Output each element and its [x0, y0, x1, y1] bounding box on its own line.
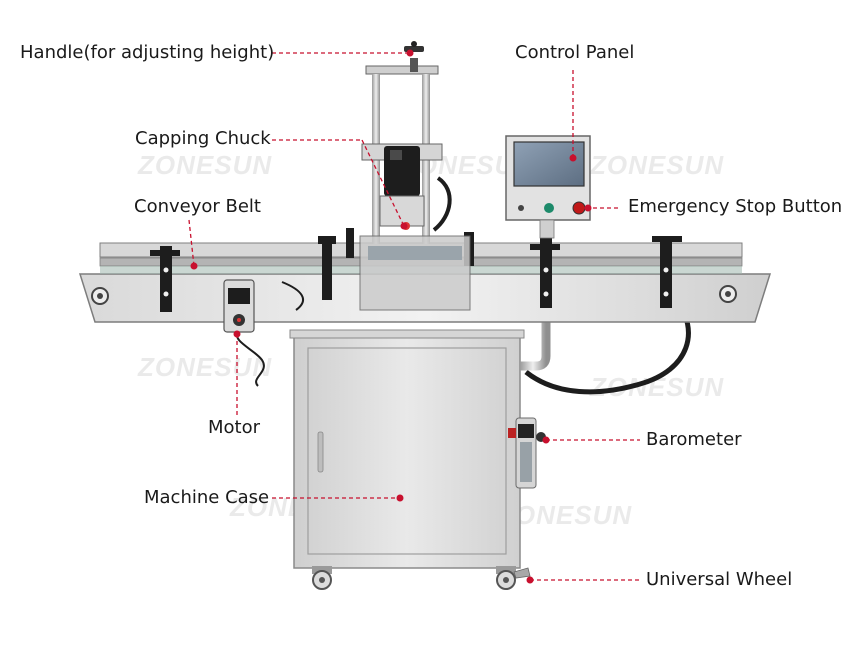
motor-unit: [223, 279, 304, 387]
watermark: ZONESUN: [138, 352, 273, 382]
label-handle: Handle(for adjusting height): [20, 42, 275, 63]
label-emergency-stop: Emergency Stop Button: [628, 196, 843, 217]
label-barometer: Barometer: [646, 429, 742, 450]
watermark: ZONESUN: [138, 150, 273, 180]
label-capping-chuck: Capping Chuck: [135, 128, 271, 149]
label-conveyor-belt: Conveyor Belt: [134, 196, 261, 217]
callout-dots: [190, 49, 592, 584]
label-universal-wheel: Universal Wheel: [646, 569, 793, 590]
label-motor: Motor: [208, 417, 261, 438]
callout-lines: [188, 52, 640, 581]
control-panel-unit: [505, 135, 591, 239]
wheels: [312, 566, 531, 590]
capping-column: [359, 41, 471, 311]
machine-case-body: [289, 329, 525, 569]
label-control-panel: Control Panel: [515, 42, 635, 63]
barometer-unit: [508, 417, 546, 489]
watermark: ZONESUN: [590, 150, 725, 180]
label-machine-case: Machine Case: [144, 487, 270, 508]
guide-brackets: [150, 228, 682, 312]
